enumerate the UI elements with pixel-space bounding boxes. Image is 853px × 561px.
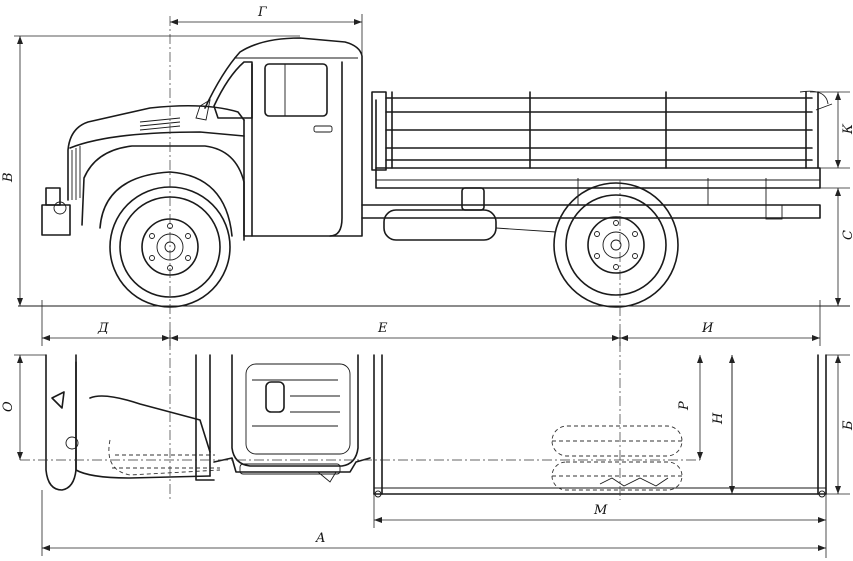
label-g: Г — [257, 5, 267, 20]
label-k: К — [841, 123, 853, 135]
label-o: О — [1, 401, 16, 412]
label-v: В — [1, 172, 16, 183]
dimension-lines — [14, 14, 850, 558]
label-s: С — [841, 230, 853, 240]
label-m: М — [593, 503, 608, 518]
label-a: A — [315, 531, 325, 546]
label-e: Е — [377, 321, 388, 336]
label-b: Б — [841, 420, 853, 431]
dimension-labels: Г В К С Д Е И О Р Н Б М A — [1, 5, 853, 546]
side-view — [18, 37, 850, 308]
label-r: Р — [677, 401, 692, 411]
label-i: И — [701, 321, 714, 336]
label-d: Д — [97, 321, 109, 336]
label-n: Н — [711, 412, 726, 425]
top-view — [45, 354, 827, 498]
